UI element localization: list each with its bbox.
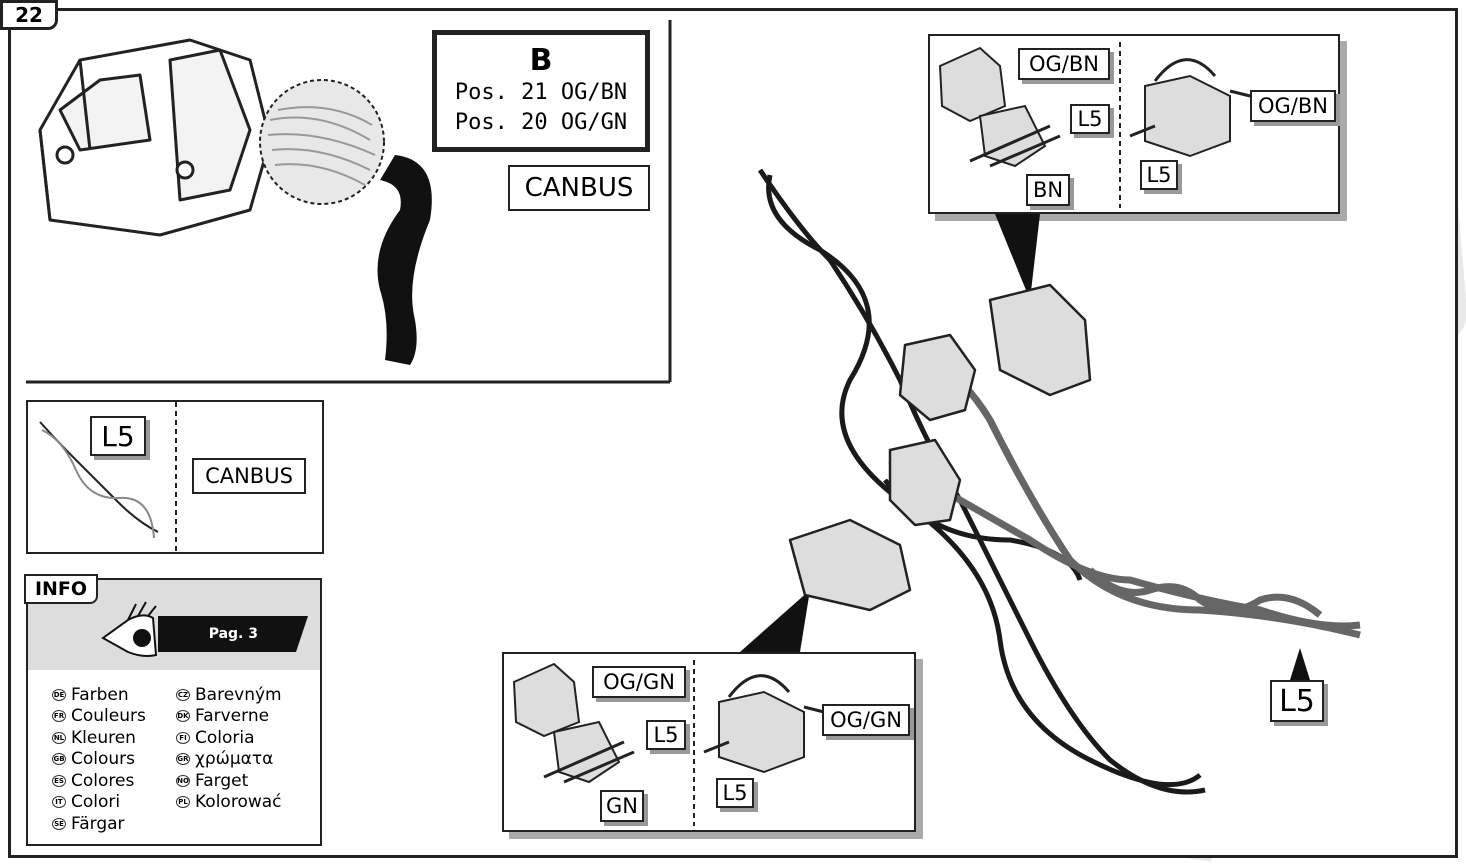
step-number: 22 xyxy=(0,0,58,30)
connector-illustration xyxy=(26,20,672,384)
main-wire-label: L5 xyxy=(1270,680,1324,722)
top-label-ogbn-1: OG/BN xyxy=(1018,48,1110,80)
top-label-bn: BN xyxy=(1026,174,1070,206)
twisted-wire-icon xyxy=(39,402,177,552)
bottom-label-l5-2: L5 xyxy=(716,778,754,808)
detail-box-top: OG/BN L5 BN OG/BN L5 xyxy=(928,34,1340,214)
legend-box: L5 CANBUS xyxy=(26,400,324,554)
position-box-title: B xyxy=(529,43,553,78)
position-line-1: Pos. 21 OG/BN xyxy=(454,80,628,105)
bottom-label-gn: GN xyxy=(600,790,644,822)
bottom-label-l5-1: L5 xyxy=(646,720,686,750)
top-label-ogbn-2: OG/BN xyxy=(1250,90,1336,122)
canbus-label: CANBUS xyxy=(508,165,650,211)
position-box: B Pos. 21 OG/BN Pos. 20 OG/GN xyxy=(432,30,650,152)
eye-icon xyxy=(101,601,158,657)
top-label-l5-2: L5 xyxy=(1140,160,1178,190)
detail-bottom-drawing xyxy=(512,660,825,826)
legend-wire-label: L5 xyxy=(90,416,146,456)
info-header: Pag. 3 xyxy=(28,580,320,670)
info-tag: INFO xyxy=(24,574,98,604)
bottom-label-oggn-2: OG/GN xyxy=(822,704,910,736)
position-line-2: Pos. 20 OG/GN xyxy=(454,110,628,135)
top-label-l5-1: L5 xyxy=(1070,104,1110,134)
page-reference: Pag. 3 xyxy=(158,616,308,652)
detail-box-bottom: OG/GN L5 GN OG/GN L5 xyxy=(502,652,916,832)
detail-top-drawing xyxy=(938,42,1251,208)
legend-canbus-label: CANBUS xyxy=(192,458,306,494)
bottom-label-oggn-1: OG/GN xyxy=(592,666,686,698)
